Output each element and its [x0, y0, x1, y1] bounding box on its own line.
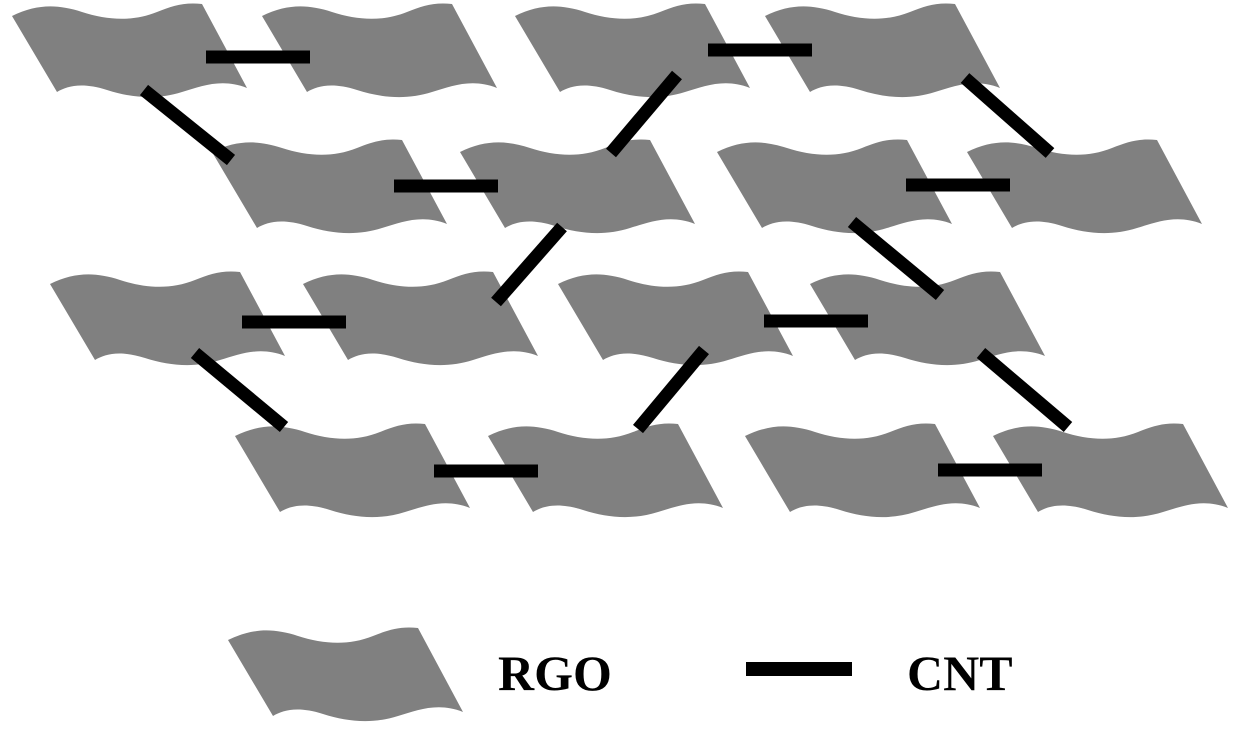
cnt-link: [847, 216, 945, 301]
legend: RGO CNT: [228, 627, 1013, 722]
cnt-legend-label: CNT: [907, 645, 1013, 701]
cnt-link: [190, 348, 289, 432]
rgo-sheets: [12, 3, 1228, 518]
cnt-links: [139, 43, 1073, 478]
cnt-link: [976, 348, 1073, 432]
rgo-sheet: [12, 3, 247, 98]
rgo-legend-label: RGO: [498, 645, 612, 701]
cnt-link: [139, 84, 236, 166]
rgo-sheet: [262, 3, 497, 98]
cnt-link: [960, 73, 1055, 158]
cnt-link: [491, 222, 567, 307]
rgo-legend-swatch: [228, 627, 463, 722]
cnt-link: [633, 345, 709, 434]
rgo-sheet: [558, 271, 793, 366]
cnt-link: [606, 70, 682, 158]
